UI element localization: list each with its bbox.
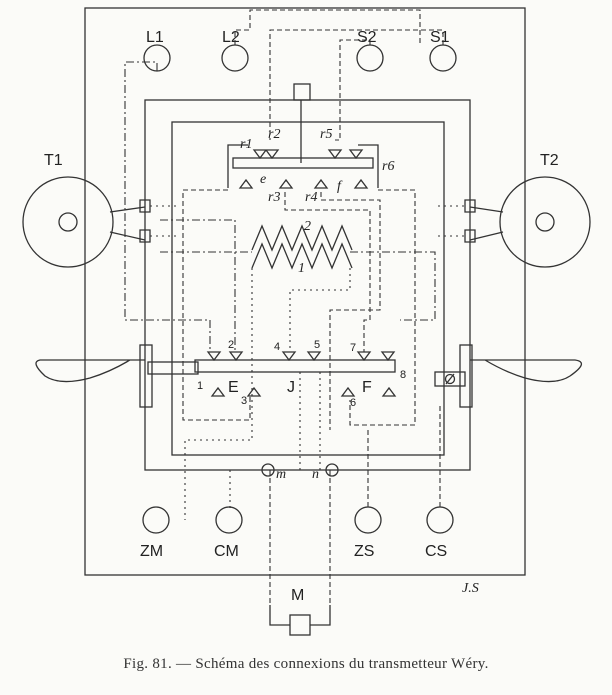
receiver-center bbox=[535, 212, 555, 232]
terminal-label: S2 bbox=[357, 29, 377, 46]
terminal-label: CS bbox=[425, 543, 447, 560]
contact-label: r6 bbox=[382, 159, 394, 174]
motor-icon bbox=[289, 614, 311, 636]
motor-label: M bbox=[291, 587, 304, 604]
terminal-post bbox=[426, 506, 454, 534]
coil-2 bbox=[251, 224, 353, 252]
hook-pivot-block bbox=[434, 371, 466, 387]
receiver-disc bbox=[22, 176, 114, 268]
receiver-disc bbox=[499, 176, 591, 268]
wire bbox=[269, 29, 444, 140]
post-n bbox=[325, 463, 339, 477]
base-board bbox=[84, 7, 526, 576]
motor-wires bbox=[269, 605, 331, 626]
terminal-post bbox=[356, 44, 384, 72]
left-hook bbox=[35, 359, 145, 383]
post-label: m bbox=[276, 467, 286, 482]
bottom-contact-bar: 1 2 3 4 5 6 7 8 E J F bbox=[194, 339, 406, 409]
plunger-head bbox=[293, 83, 311, 101]
lower-contact-points bbox=[238, 178, 369, 189]
contact-brackets bbox=[227, 144, 379, 188]
signature: J.S bbox=[462, 581, 479, 596]
contact-label: r1 bbox=[240, 137, 252, 152]
coil-label: 1 bbox=[298, 261, 305, 276]
coil-1 bbox=[251, 242, 353, 270]
terminal-label: ZM bbox=[140, 543, 163, 560]
contact-label: 3 bbox=[241, 395, 247, 407]
telephone-receivers: T1 T2 bbox=[22, 152, 591, 268]
contact-label: r5 bbox=[320, 127, 332, 142]
terminal-post bbox=[215, 506, 243, 534]
wire bbox=[335, 39, 371, 141]
bottom-bar bbox=[194, 359, 396, 373]
right-hook bbox=[470, 359, 582, 383]
figure-caption: Fig. 81. — Schéma des connexions du tran… bbox=[123, 656, 489, 672]
terminal-label: S1 bbox=[430, 29, 450, 46]
wire bbox=[320, 192, 381, 430]
lower-contact-points bbox=[210, 386, 397, 397]
contact-label: 4 bbox=[274, 341, 280, 353]
receiver-cords bbox=[109, 206, 504, 241]
contact-label: r3 bbox=[268, 190, 280, 205]
jack-wires bbox=[150, 205, 465, 237]
receiver-center bbox=[58, 212, 78, 232]
contact-label: 2 bbox=[228, 339, 234, 351]
coils: 2 1 bbox=[251, 219, 353, 276]
wire bbox=[234, 9, 421, 45]
bottom-terminals: ZM CM ZS CS bbox=[140, 506, 454, 560]
wiring bbox=[124, 9, 444, 605]
bar-label: f bbox=[337, 179, 343, 194]
inner-frame bbox=[171, 121, 445, 456]
upper-contact-points bbox=[252, 149, 364, 160]
hook-lever bbox=[147, 361, 199, 375]
upper-contact-points bbox=[206, 351, 396, 362]
contact-label: 5 bbox=[314, 339, 320, 351]
telephone-label: T1 bbox=[44, 152, 63, 169]
wire bbox=[229, 372, 301, 510]
terminal-label: CM bbox=[214, 543, 239, 560]
wire bbox=[182, 189, 251, 421]
bar-label: J bbox=[287, 379, 295, 396]
terminal-label: L1 bbox=[146, 29, 164, 46]
receiver-jacks bbox=[139, 199, 476, 243]
wire bbox=[349, 189, 416, 426]
posts: m n bbox=[261, 463, 339, 482]
terminal-post bbox=[354, 506, 382, 534]
wire bbox=[160, 219, 236, 352]
contact-label: 8 bbox=[400, 369, 406, 381]
top-contact-bar: r1 r2 r5 r6 r3 r4 e f bbox=[227, 83, 394, 205]
pivot-icon bbox=[444, 373, 456, 385]
wire bbox=[184, 268, 253, 520]
hook-bracket bbox=[139, 344, 153, 408]
top-bar bbox=[232, 157, 374, 169]
wire bbox=[350, 251, 436, 321]
top-terminals: L1 L2 S2 S1 bbox=[143, 29, 457, 72]
terminal-label: ZS bbox=[354, 543, 374, 560]
bar-label: F bbox=[362, 379, 372, 396]
contact-label: 7 bbox=[350, 342, 356, 354]
coil-label: 2 bbox=[304, 219, 311, 234]
terminal-post bbox=[429, 44, 457, 72]
post-m bbox=[261, 463, 275, 477]
terminal-post bbox=[221, 44, 249, 72]
terminal-post bbox=[142, 506, 170, 534]
post-label: n bbox=[312, 467, 319, 482]
wire bbox=[284, 192, 371, 352]
bar-label: e bbox=[260, 172, 266, 187]
contact-label: r2 bbox=[268, 127, 280, 142]
contact-label: 6 bbox=[350, 397, 356, 409]
terminal-label: L2 bbox=[222, 29, 240, 46]
wire bbox=[124, 61, 211, 352]
contact-label: r4 bbox=[305, 190, 317, 205]
outer-frame bbox=[144, 99, 471, 471]
motor-leads bbox=[269, 470, 331, 605]
motor: M bbox=[269, 587, 331, 636]
hook-bracket bbox=[459, 344, 473, 408]
hooks bbox=[35, 344, 582, 408]
bar-label: E bbox=[228, 379, 239, 396]
contact-label: 1 bbox=[197, 380, 203, 392]
telephone-label: T2 bbox=[540, 152, 559, 169]
pivot-slash bbox=[445, 373, 455, 385]
